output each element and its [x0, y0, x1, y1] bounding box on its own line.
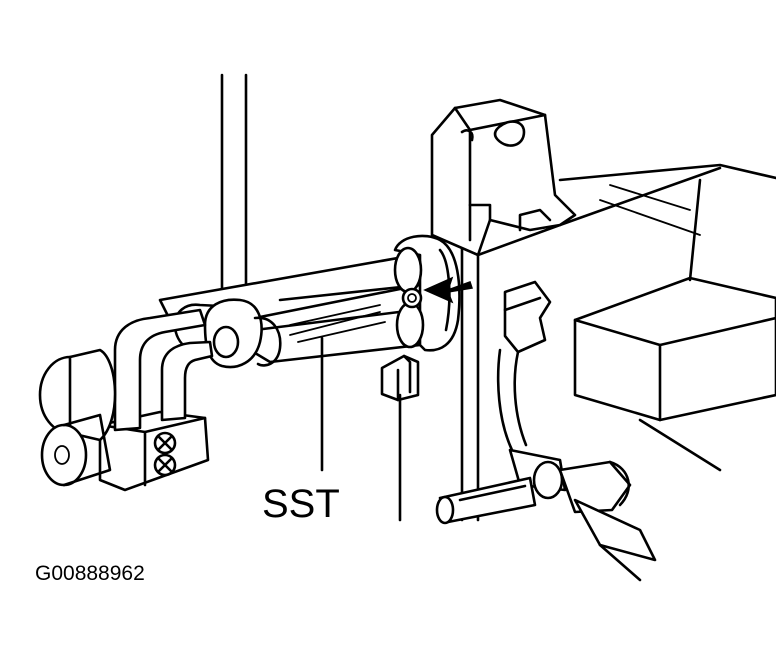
clip: [380, 354, 420, 402]
connector-block: [98, 410, 210, 492]
pipe-fitting: [393, 234, 461, 352]
indicator-arrow: [423, 276, 473, 304]
left-nut: [38, 348, 117, 487]
housing: [460, 163, 776, 522]
figure-id: G00888962: [35, 562, 145, 585]
sst-label: SST: [262, 482, 340, 526]
bottom-rod: [435, 476, 537, 525]
bent-pipes: [113, 308, 214, 432]
pipe-clamp: [203, 298, 282, 369]
vertical-rod: [220, 73, 248, 302]
mounting-bracket: [430, 98, 577, 257]
